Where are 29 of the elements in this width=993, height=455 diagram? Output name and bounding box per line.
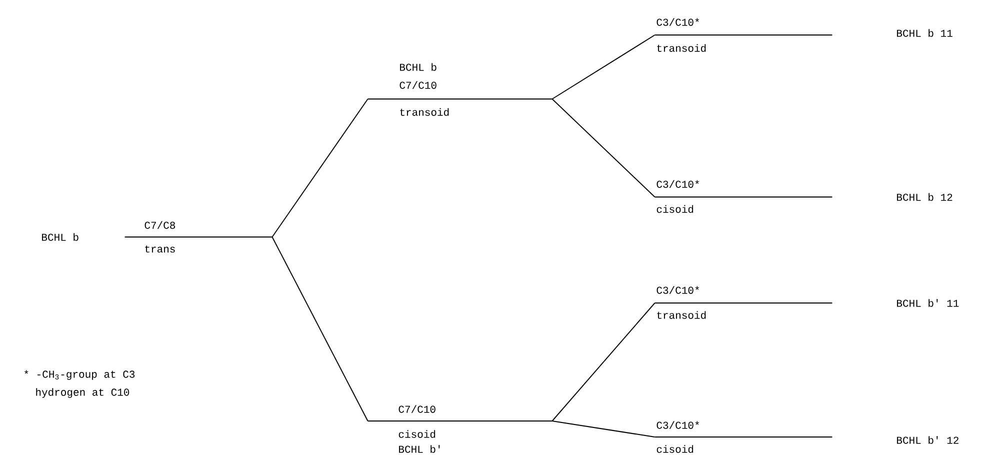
branch-label: BCHL b' (399, 445, 440, 453)
branch-label: trans (145, 245, 175, 253)
branch-label: cisoid (656, 205, 694, 213)
isomer-label: BCHL b 11 (897, 29, 952, 37)
branch-label: C3/C10* (656, 421, 700, 429)
branch-label: C3/C10* (656, 180, 700, 188)
footnote: hydrogen at C10 (36, 388, 130, 398)
branch-label: cisoid (656, 445, 694, 453)
branch-label: transoid (657, 311, 706, 319)
branch-connector (552, 420, 656, 438)
branch-label: BCHL b (400, 63, 436, 71)
branch-connector (272, 236, 368, 422)
branch-label: C7/C10 (398, 405, 436, 413)
branch-connector (552, 98, 656, 198)
branch-label: C3/C10* (656, 286, 700, 294)
branch-label: C3/C10* (656, 18, 700, 26)
branch-label: C7/C10 (400, 81, 436, 89)
isomer-label: BCHL b' 11 (897, 299, 959, 307)
branch-label: transoid (657, 44, 706, 52)
branch-connector (552, 302, 656, 422)
branch-connector (552, 34, 656, 100)
isomer-label: BCHL b' 12 (897, 436, 958, 444)
branch-label: cisoid (398, 430, 436, 438)
footnote: * -CH$_{3}$-group at C3 (24, 370, 135, 380)
branch-label: C7/C8 (144, 221, 175, 229)
branch-label: transoid (400, 108, 449, 116)
isomer-label: BCHL b (42, 233, 78, 241)
isomer-label: BCHL b 12 (897, 193, 952, 201)
branch-connector (272, 98, 368, 238)
